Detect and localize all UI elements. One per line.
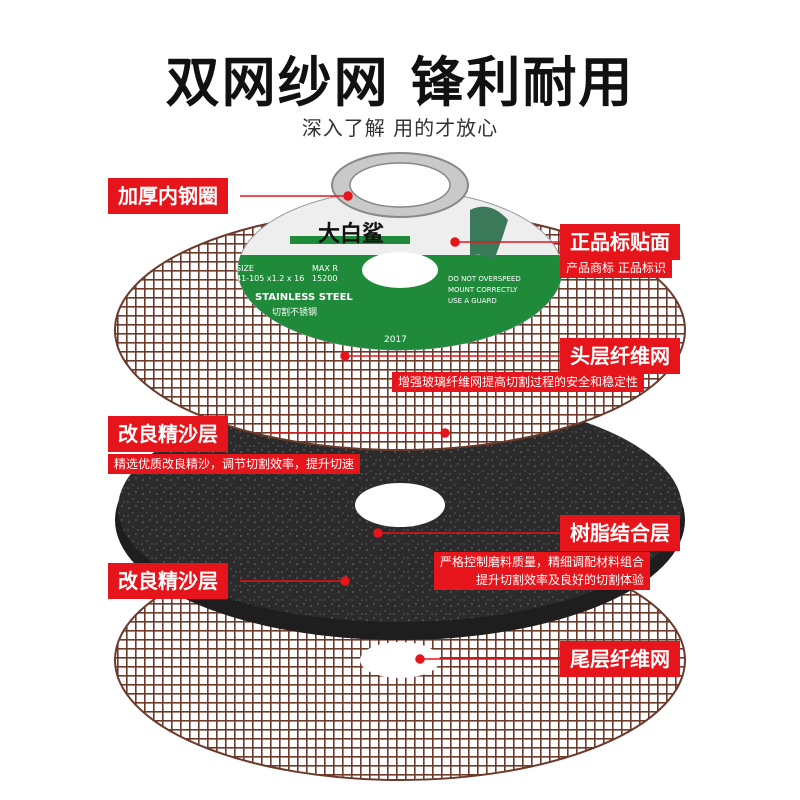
callout-label: 正品标贴面 — [560, 224, 680, 260]
label-warn-2: MOUNT CORRECTLY — [448, 286, 518, 294]
callout-resin-desc: 严格控制磨料质量，精细调配材料组合 提升切割效率及良好的切割体验 — [434, 552, 651, 590]
label-material-en: STAINLESS STEEL — [255, 292, 353, 303]
label-warn-3: USE A GUARD — [448, 297, 497, 305]
callout-sand-2: 改良精沙层 — [108, 563, 228, 599]
callout-resin-desc-2: 提升切割效率及良好的切割体验 — [476, 573, 645, 587]
callout-top-mesh: 头层纤维网 — [560, 338, 680, 374]
callout-sand-1-desc: 精选优质改良精沙，调节切割效率，提升切速 — [108, 454, 361, 474]
shark-icon — [470, 206, 508, 260]
callout-steel-ring: 加厚内钢圈 — [108, 178, 228, 214]
page-title: 双网纱网 锋利耐用 — [165, 51, 635, 114]
label-year: 2017 — [384, 335, 407, 345]
label-warnings: DO NOT OVERSPEED MOUNT CORRECTLY USE A G… — [448, 274, 521, 307]
label-max: MAX R 15200 — [312, 264, 338, 284]
label-max-key: MAX R — [312, 264, 338, 273]
steel-ring — [331, 152, 469, 218]
page-subtitle: 深入了解 用的才放心 — [301, 116, 499, 140]
label-size-value: 41-105 x1.2 x 16 — [236, 274, 305, 283]
callout-resin-desc-1: 严格控制磨料质量，精细调配材料组合 — [440, 555, 645, 569]
callout-bottom-mesh: 尾层纤维网 — [560, 641, 680, 677]
label-warn-1: DO NOT OVERSPEED — [448, 275, 521, 283]
label-material-cn: 切割不锈钢 — [272, 308, 318, 318]
callout-top-mesh-desc: 增强玻璃纤维网提高切割过程的安全和稳定性 — [392, 372, 645, 392]
callout-label-desc: 产品商标 正品标识 — [560, 258, 672, 278]
label-brand: 大白鲨 — [318, 222, 385, 247]
label-max-value: 15200 — [312, 274, 338, 283]
label-size: SIZE 41-105 x1.2 x 16 — [236, 264, 304, 284]
callout-resin: 树脂结合层 — [560, 515, 680, 551]
label-size-key: SIZE — [236, 264, 254, 273]
connector-lines — [240, 191, 560, 664]
callout-sand-1: 改良精沙层 — [108, 416, 228, 452]
